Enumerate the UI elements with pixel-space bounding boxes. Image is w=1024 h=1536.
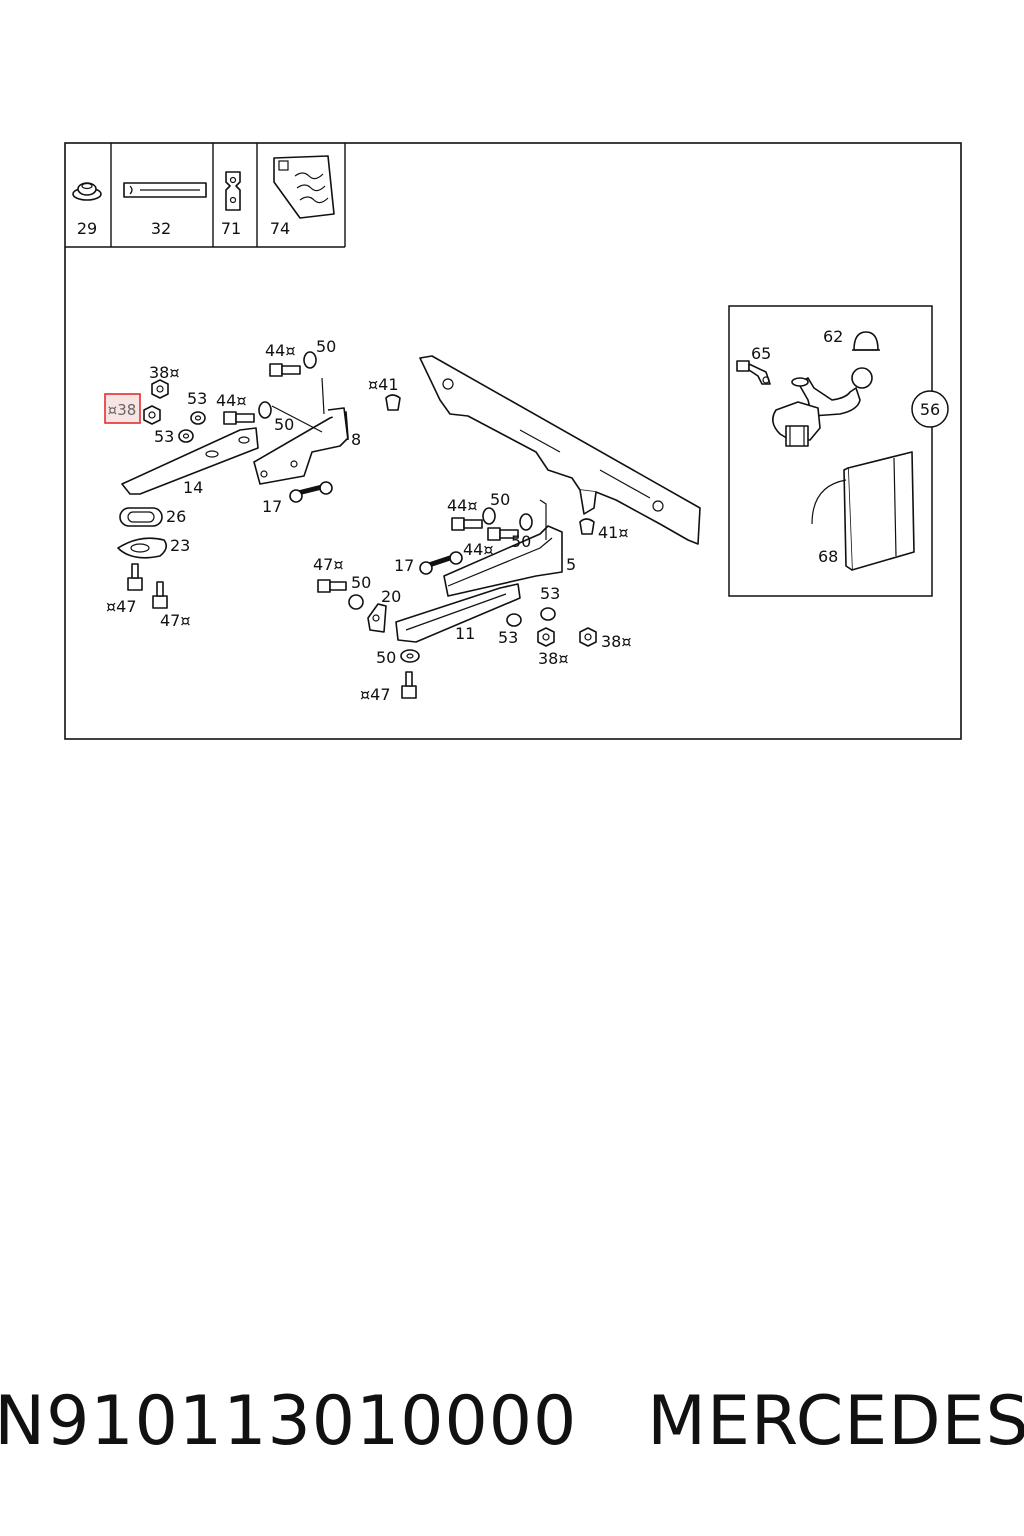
part-callout[interactable]: ¤47 — [360, 685, 391, 704]
part-callout[interactable]: 20 — [381, 587, 401, 606]
crossmember — [419, 355, 701, 545]
part-callout[interactable]: 50 — [351, 573, 371, 592]
part-callout[interactable]: 53 — [154, 427, 174, 446]
part-callout[interactable]: 47¤ — [160, 611, 191, 630]
part-callout[interactable]: 11 — [455, 624, 475, 643]
bracket-plate-icon — [225, 171, 241, 211]
inset-box: 56 — [728, 305, 949, 597]
part-callout[interactable]: 50 — [490, 490, 510, 509]
part-callout[interactable]: 44¤ — [216, 391, 247, 410]
left-bracket-assembly — [117, 351, 349, 609]
part-callout[interactable]: 47¤ — [313, 555, 344, 574]
tow-hook-icon — [772, 367, 873, 447]
highlighted-part-label: ¤38 — [108, 401, 137, 419]
strip-icon — [123, 182, 207, 198]
brand-name: MERCEDES — [647, 1381, 1024, 1461]
circled-callout-label: 56 — [920, 400, 940, 419]
part-callout[interactable]: 38¤ — [601, 632, 632, 651]
part-callout[interactable]: 62 — [823, 327, 843, 346]
ball-cap-icon — [852, 331, 880, 351]
part-callout[interactable]: 26 — [166, 507, 186, 526]
part-callout[interactable]: 23 — [170, 536, 190, 555]
callout-labels: 38¤ 53 53 44¤ 50 44¤ 50 8 14 17 26 23 ¤4… — [106, 327, 843, 704]
part-callout[interactable]: ¤47 — [106, 597, 137, 616]
part-callout[interactable]: 50 — [511, 532, 531, 551]
part-callout[interactable]: 53 — [187, 389, 207, 408]
header-cell-label: 32 — [151, 219, 171, 238]
part-callout[interactable]: 38¤ — [149, 363, 180, 382]
part-callout[interactable]: 50 — [274, 415, 294, 434]
manual-booklet-icon — [811, 451, 915, 571]
part-callout[interactable]: 44¤ — [265, 341, 296, 360]
grommet-icon — [72, 182, 102, 201]
part-callout[interactable]: 53 — [540, 584, 560, 603]
lower-bracket-assembly — [317, 394, 597, 699]
header-cell-label: 29 — [77, 219, 97, 238]
part-callout[interactable]: 44¤ — [463, 540, 494, 559]
footer: N910113010000 MERCEDES — [0, 1376, 1024, 1466]
part-callout[interactable]: ¤41 — [368, 375, 399, 394]
part-number: N910113010000 — [0, 1381, 578, 1461]
key-icon — [736, 360, 771, 385]
part-callout[interactable]: 44¤ — [447, 496, 478, 515]
part-callout[interactable]: 50 — [316, 337, 336, 356]
part-callout[interactable]: 38¤ — [538, 649, 569, 668]
part-callout[interactable]: 5 — [566, 555, 576, 574]
part-callout[interactable]: 68 — [818, 547, 838, 566]
part-callout[interactable]: 53 — [498, 628, 518, 647]
part-callout[interactable]: 65 — [751, 344, 771, 363]
header-cell-label: 74 — [270, 219, 290, 238]
part-callout[interactable]: 41¤ — [598, 523, 629, 542]
part-callout[interactable]: 50 — [376, 648, 396, 667]
label-sticker-icon — [273, 155, 335, 219]
header-cell-label: 71 — [221, 219, 241, 238]
part-callout[interactable]: 14 — [183, 478, 203, 497]
diagram-frame — [64, 142, 962, 740]
part-callout[interactable]: 17 — [394, 556, 414, 575]
part-callout[interactable]: 8 — [351, 430, 361, 449]
circled-callout — [911, 390, 949, 428]
part-callout[interactable]: 17 — [262, 497, 282, 516]
header-cells: 29 32 71 74 — [65, 143, 346, 248]
highlighted-part-callout[interactable]: ¤38 — [104, 393, 141, 424]
parts-diagram: 29 32 71 74 56 — [0, 0, 1024, 760]
